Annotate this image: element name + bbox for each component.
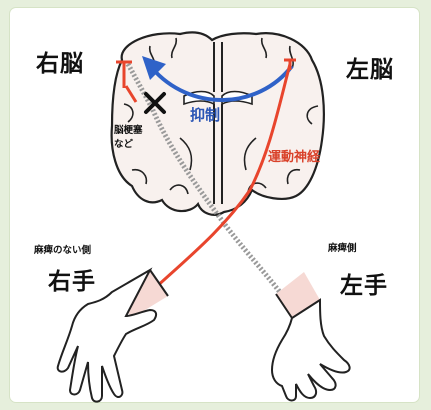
left-hand-illustration — [272, 272, 350, 401]
label-lesion-line2: など — [114, 136, 133, 150]
label-left-brain: 左脳 — [346, 50, 394, 84]
label-right-brain: 右脳 — [36, 44, 84, 78]
label-right-hand: 右手 — [48, 262, 96, 296]
label-unparalyzed-side: 麻痺のない側 — [34, 242, 91, 256]
label-left-hand: 左手 — [340, 266, 388, 300]
left-hand — [272, 300, 350, 401]
label-lesion-line1: 脳梗塞 — [114, 122, 143, 136]
label-paralyzed-side: 麻痺側 — [328, 240, 357, 254]
label-inhibition: 抑制 — [190, 104, 220, 125]
label-motor-nerve: 運動神経 — [268, 146, 320, 165]
